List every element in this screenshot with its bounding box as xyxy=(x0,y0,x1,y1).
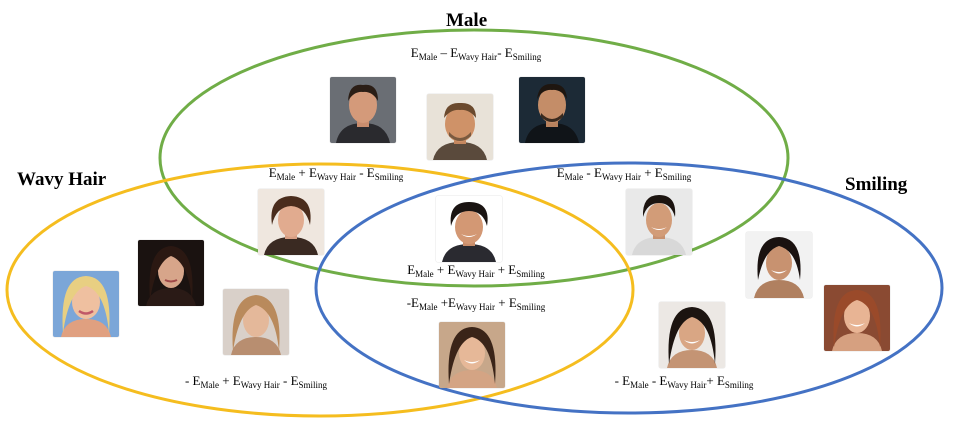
face-image xyxy=(519,77,585,143)
formula-subscript: Smiling xyxy=(662,172,692,182)
face-image xyxy=(439,322,505,388)
formula-subscript: Male xyxy=(630,380,649,390)
formula-subscript: Wavy Hair xyxy=(316,172,356,182)
formula-subscript: Smiling xyxy=(724,380,754,390)
face-image xyxy=(824,285,890,351)
face-image xyxy=(138,240,204,306)
face-image xyxy=(436,196,502,262)
formula-subscript: Wavy Hair xyxy=(601,172,641,182)
formula-subscript: Male xyxy=(418,302,438,312)
formula-subscript: Male xyxy=(276,172,296,182)
formula-subscript: Wavy Hair xyxy=(458,52,498,62)
face-image xyxy=(53,271,119,337)
face-image xyxy=(746,232,812,298)
formula-subscript: Smiling xyxy=(374,172,404,182)
face-image xyxy=(427,94,493,160)
formula-subscript: Smiling xyxy=(298,380,328,390)
set-title-smiling: Smiling xyxy=(845,174,908,195)
face-image xyxy=(223,289,289,355)
formula-wavy-smiling: -EMale +EWavy Hair + ESmiling xyxy=(406,295,546,312)
smiling-ellipse xyxy=(314,161,944,415)
formula-all-three: EMale + EWavy Hair + ESmiling xyxy=(407,262,545,279)
formula-subscript: Wavy Hair xyxy=(456,302,496,312)
set-title-wavy-hair: Wavy Hair xyxy=(17,169,107,190)
set-title-male: Male xyxy=(446,10,488,31)
formula-subscript: Wavy Hair xyxy=(455,269,495,279)
formula-subscript: Wavy Hair xyxy=(240,380,280,390)
wavy-hair-ellipse xyxy=(5,162,635,418)
formula-subscript: Male xyxy=(200,380,219,390)
formula-subscript: Smiling xyxy=(512,52,542,62)
face-image xyxy=(330,77,396,143)
formula-subscript: Male xyxy=(415,269,434,279)
formula-subscript: Male xyxy=(418,52,438,62)
face-image xyxy=(258,189,324,255)
male-ellipse xyxy=(158,28,790,288)
formula-wavy-only: - EMale + EWavy Hair - ESmiling xyxy=(184,373,328,390)
formula-male-wavy: EMale + EWavy Hair - ESmiling xyxy=(268,165,404,182)
formula-subscript: Smiling xyxy=(516,302,546,312)
formula-smiling-only: - EMale - EWavy Hair+ ESmiling xyxy=(614,373,754,390)
formula-subscript: Wavy Hair xyxy=(667,380,707,390)
formula-male-smiling: EMale - EWavy Hair + ESmiling xyxy=(556,165,692,182)
formula-subscript: Male xyxy=(564,172,584,182)
face-image xyxy=(626,189,692,255)
formula-subscript: Smiling xyxy=(516,269,545,279)
face-image xyxy=(659,302,725,368)
formula-male-only: EMale – EWavy Hair- ESmiling xyxy=(410,45,542,62)
